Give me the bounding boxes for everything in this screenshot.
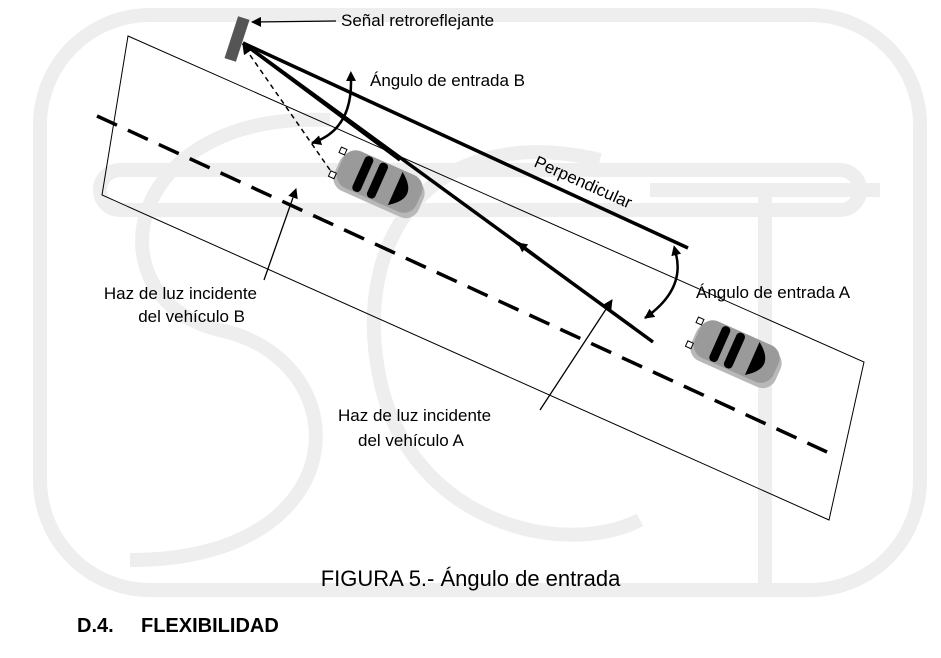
- angle-b-arc: [311, 71, 357, 145]
- vehicle-a: [684, 316, 782, 389]
- beam-a-label-line1: Haz de luz incidente: [338, 406, 491, 425]
- angle-a-arc: [644, 245, 682, 320]
- beam-b-reference-line: [241, 41, 402, 162]
- road-outline: [101, 35, 865, 521]
- sign-label: Señal retroreflejante: [341, 11, 494, 30]
- watermark-logo: [33, 8, 927, 597]
- section-heading: D.4. FLEXIBILIDAD: [77, 615, 279, 638]
- sign-callout-arrow: [251, 16, 337, 27]
- beam-b-label-line1: Haz de luz incidente: [104, 284, 257, 303]
- beam-vehicle-b: [242, 44, 331, 171]
- figure-caption: FIGURA 5.- Ángulo de entrada: [320, 566, 621, 591]
- beam-b-callout-arrow: [263, 188, 298, 281]
- beam-b-label-line2: del vehículo B: [138, 307, 245, 326]
- section-number: D.4.: [77, 615, 114, 637]
- angle-b-label: Ángulo de entrada B: [370, 71, 525, 90]
- angle-a-label: Ángulo de entrada A: [696, 283, 851, 302]
- beam-a-callout-arrow: [539, 299, 613, 411]
- vehicle-b: [327, 146, 425, 219]
- retroreflective-sign: [224, 16, 250, 62]
- beam-a-direction-arrow: [516, 241, 544, 263]
- section-title: FLEXIBILIDAD: [141, 615, 279, 637]
- beam-a-label-line2: del vehículo A: [358, 431, 465, 450]
